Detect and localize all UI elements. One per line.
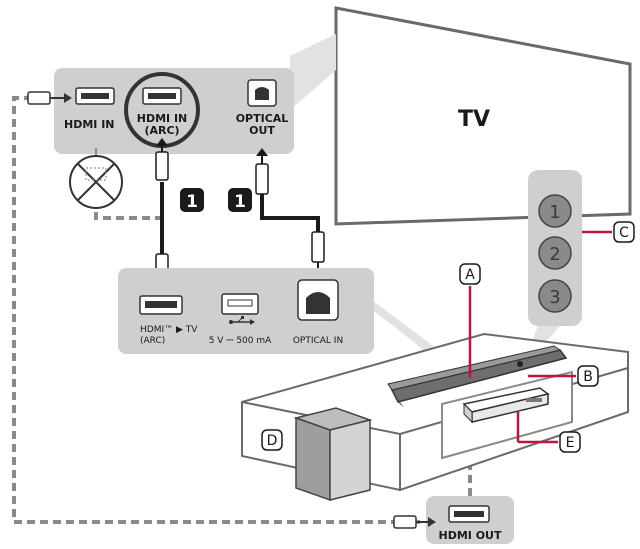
- soundbar-usb-label: 5 V ⎓ 500 mA: [209, 336, 272, 346]
- callout-c-text: C: [619, 225, 629, 241]
- source-plug-tv-side: [27, 91, 72, 105]
- soundbar-hdmi-port: [139, 295, 183, 315]
- not-recommended-icon: [69, 148, 123, 209]
- soundbar-button-panel: 1 2 3: [528, 170, 582, 326]
- step-badge-hdmi: 1: [180, 188, 204, 212]
- tv-label: TV: [458, 107, 490, 132]
- step-badge-hdmi-text: 1: [186, 192, 198, 212]
- callout-e: E: [559, 431, 581, 453]
- tv: TV: [334, 6, 632, 226]
- callout-e-text: E: [566, 435, 575, 451]
- source-hdmi-out-label: HDMI OUT: [439, 529, 502, 542]
- usb-icon: [229, 316, 255, 325]
- source-device: [462, 387, 550, 424]
- tv-optical-out-port: [247, 79, 277, 107]
- soundbar-hdmi-label-1: HDMI™ ▶ TV: [140, 325, 198, 335]
- source-plug-device-side: [393, 515, 436, 529]
- tv-optical-out-label-1: OPTICAL: [236, 112, 289, 125]
- step-badge-optical: 1: [228, 188, 252, 212]
- callout-a: A: [459, 263, 481, 285]
- step-badge-optical-text: 1: [234, 192, 246, 212]
- callout-d: D: [261, 429, 283, 451]
- subwoofer: [293, 407, 373, 502]
- tv-port-panel: HDMI IN HDMI IN (ARC) OPTICAL OUT: [54, 68, 294, 154]
- tv-hdmi-arc-port: [142, 87, 182, 105]
- tv-hdmi-arc-label-1: HDMI IN: [137, 112, 188, 125]
- soundbar: [387, 345, 568, 408]
- callout-a-text: A: [465, 267, 475, 283]
- soundbar-port-panel: HDMI™ ▶ TV (ARC) 5 V ⎓ 500 mA OPTICAL IN: [118, 268, 374, 354]
- source-hdmi-out-panel: HDMI OUT: [426, 496, 514, 544]
- soundbar-optical-in-port: [297, 279, 339, 321]
- optical-cable: [255, 148, 325, 276]
- tv-hdmi-in-label: HDMI IN: [64, 118, 115, 131]
- callout-b-text: B: [583, 369, 593, 385]
- button-3-label: 3: [549, 287, 560, 308]
- tv-optical-out-label-2: OUT: [249, 124, 275, 137]
- callout-b: B: [577, 365, 599, 387]
- button-1-label: 1: [549, 202, 560, 223]
- soundbar-hdmi-label-2: (ARC): [140, 336, 165, 346]
- button-3: 3: [538, 279, 572, 313]
- soundbar-usb-port: [221, 293, 259, 315]
- button-1: 1: [538, 194, 572, 228]
- callout-d-text: D: [267, 433, 278, 449]
- tv-hdmi-in-port: [75, 87, 115, 105]
- button-2: 2: [538, 236, 572, 270]
- tv-zoom-wedge: [290, 34, 336, 110]
- callout-c: C: [613, 221, 635, 243]
- callout-leaders: [468, 230, 612, 444]
- tv-hdmi-arc-label-2: (ARC): [144, 124, 179, 137]
- source-hdmi-out-port: [448, 505, 490, 523]
- button-2-label: 2: [549, 244, 560, 265]
- soundbar-optical-in-label: OPTICAL IN: [293, 336, 343, 346]
